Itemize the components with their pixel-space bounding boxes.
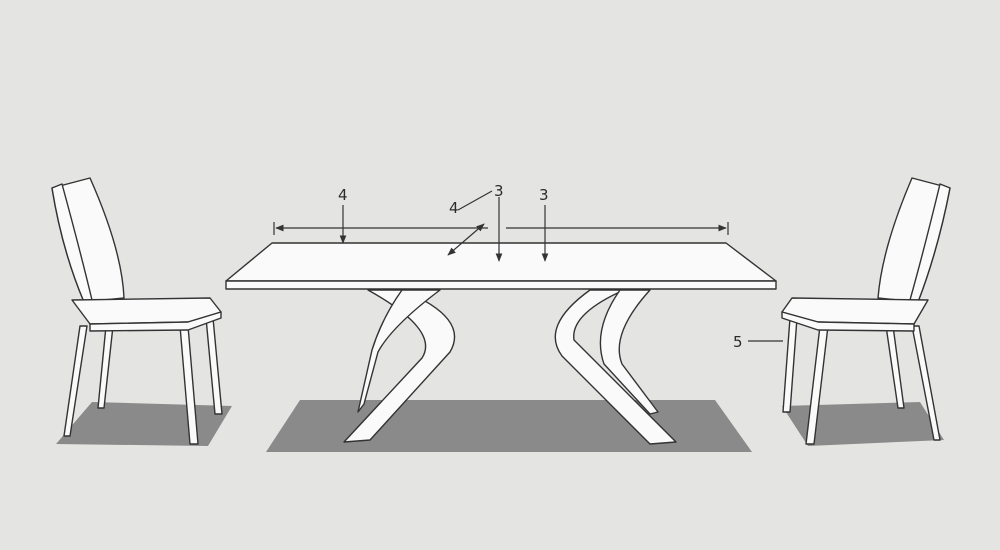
right-chair-floor-shadow	[782, 402, 944, 446]
table-length-dimension	[273, 222, 729, 235]
left-chair-floor-shadow	[56, 402, 232, 446]
right-chair	[781, 177, 951, 445]
callout-center-leader	[457, 190, 493, 211]
callout-center-diagonal-arrow	[447, 223, 485, 256]
callout-label-3-right: 3	[539, 186, 549, 204]
table-floor-shadow	[266, 400, 752, 452]
callout-label-4-center: 4	[449, 199, 459, 217]
table-top	[225, 242, 777, 290]
table-left-leg	[343, 289, 456, 443]
callout-label-3-center: 3	[494, 182, 504, 200]
callout-label-5: 5	[733, 333, 743, 351]
callout-label-4-left: 4	[338, 186, 348, 204]
table-right-leg	[554, 289, 677, 445]
left-chair	[51, 177, 223, 445]
